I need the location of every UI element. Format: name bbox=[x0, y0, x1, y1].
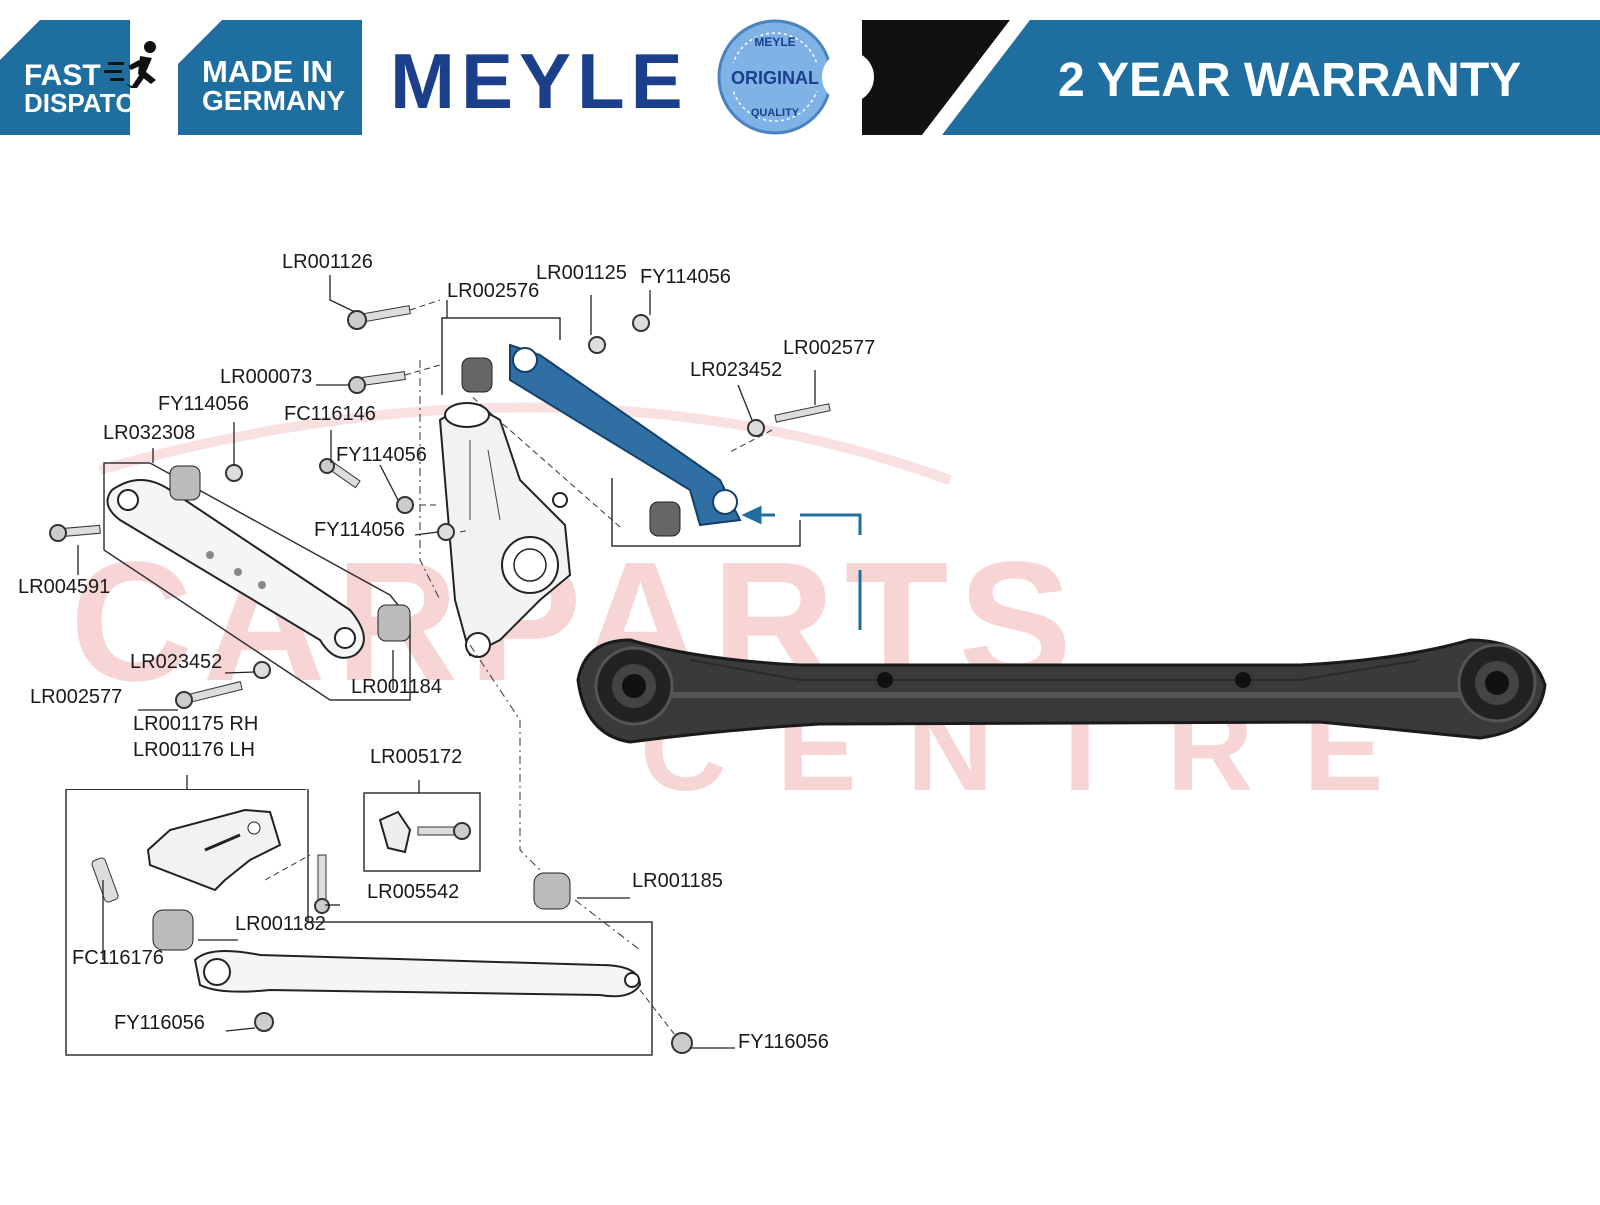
label-fy114056-left: FY114056 bbox=[158, 393, 249, 415]
made-in-germany-badge: MADE IN GERMANY bbox=[178, 20, 362, 135]
label-fy114056-top: FY114056 bbox=[640, 266, 731, 288]
label-lr002576: LR002576 bbox=[447, 280, 539, 302]
seal-bottom-text: QUALITY bbox=[751, 107, 800, 119]
warranty-badge: 2 YEAR WARRANTY bbox=[822, 20, 1600, 135]
label-lr001125: LR001125 bbox=[536, 262, 627, 284]
trailing-arm bbox=[193, 950, 642, 998]
exploded-parts-diagram: CARPARTS CENTRE bbox=[18, 251, 1547, 1056]
label-lr023452-left: LR023452 bbox=[130, 651, 222, 673]
highlighted-upper-arm bbox=[509, 343, 742, 527]
upper-arm-group bbox=[441, 314, 831, 547]
highlight-pointer bbox=[741, 505, 862, 630]
seal-top-text: MEYLE bbox=[754, 35, 795, 49]
warranty-text: 2 YEAR WARRANTY bbox=[1058, 54, 1521, 107]
label-lr001184: LR001184 bbox=[351, 676, 442, 698]
label-fy116056-right: FY116056 bbox=[738, 1031, 829, 1053]
part-labels: LR001126 LR002576 LR001125 FY114056 LR00… bbox=[18, 251, 875, 1053]
made-in-line1: MADE IN bbox=[202, 54, 333, 89]
label-lr002577-right: LR002577 bbox=[783, 337, 875, 359]
bushing-lower-left bbox=[169, 465, 201, 501]
bushing-lr001185 bbox=[533, 872, 571, 910]
fast-dispatch-line1: FAST bbox=[24, 59, 101, 92]
upper-bolts bbox=[347, 299, 441, 394]
lower-left-arm-group bbox=[49, 462, 411, 709]
label-fy114056-low: FY114056 bbox=[314, 519, 405, 541]
label-lr001175: LR001175 RH bbox=[133, 713, 258, 735]
leader-lines bbox=[77, 275, 816, 1049]
bushing-lr001182 bbox=[152, 909, 194, 951]
label-lr001182: LR001182 bbox=[235, 913, 326, 935]
label-fy114056-mid: FY114056 bbox=[336, 444, 427, 466]
label-lr005542: LR005542 bbox=[367, 881, 459, 903]
bushing-upper-right bbox=[649, 501, 681, 537]
label-lr032308: LR032308 bbox=[103, 422, 195, 444]
mount-bracket bbox=[146, 808, 282, 892]
label-fy116056-left: FY116056 bbox=[114, 1012, 205, 1034]
label-lr001176: LR001176 LH bbox=[133, 739, 255, 761]
fast-dispatch-line2: DISPATCH bbox=[24, 88, 153, 118]
meyle-logo: MEYLE bbox=[390, 37, 689, 125]
trailing-arm-group bbox=[65, 789, 693, 1056]
bracket-inset-lr005172 bbox=[363, 792, 481, 872]
label-lr005172: LR005172 bbox=[370, 746, 462, 768]
label-lr023452-right: LR023452 bbox=[690, 359, 782, 381]
hub-knuckle bbox=[438, 402, 572, 658]
bushing-upper-left bbox=[461, 357, 493, 393]
made-in-line2: GERMANY bbox=[202, 85, 345, 116]
label-lr000073: LR000073 bbox=[220, 366, 312, 388]
label-fc116176: FC116176 bbox=[72, 947, 164, 969]
seal-original-text: ORIGINAL bbox=[731, 68, 819, 88]
header-banner: FAST DISPATCH MADE IN GERMANY MEYLE MEYL… bbox=[0, 19, 1600, 135]
bushing-lr001184 bbox=[377, 604, 411, 642]
fast-dispatch-badge: FAST DISPATCH bbox=[0, 20, 156, 135]
label-lr004591: LR004591 bbox=[18, 576, 110, 598]
control-arm-photo bbox=[576, 638, 1547, 744]
label-fc116146: FC116146 bbox=[284, 403, 376, 425]
original-quality-seal: MEYLE ORIGINAL QUALITY bbox=[717, 19, 833, 135]
label-lr002577-left: LR002577 bbox=[30, 686, 122, 708]
runner-icon bbox=[104, 41, 156, 88]
label-lr001126: LR001126 bbox=[282, 251, 373, 273]
label-lr001185: LR001185 bbox=[632, 870, 723, 892]
knuckle-fasteners bbox=[225, 360, 561, 891]
